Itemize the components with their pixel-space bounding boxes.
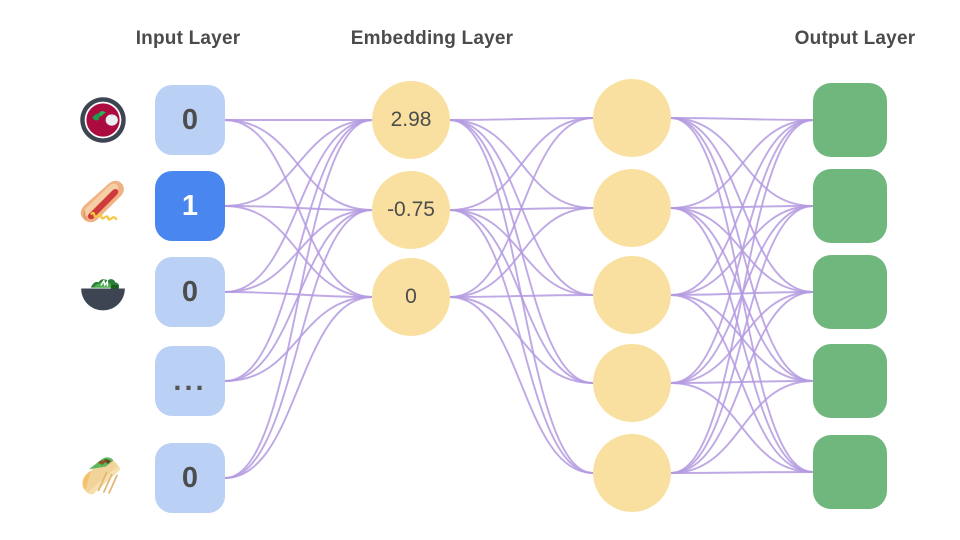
edge-emb-hid-0-3 [449, 119, 594, 384]
hidden-node-2[interactable] [593, 256, 671, 334]
hidden-node-0[interactable] [593, 79, 671, 157]
output-node-1[interactable] [813, 169, 887, 243]
hidden-node-3[interactable] [593, 344, 671, 422]
edge-in-emb-4-1 [224, 209, 373, 479]
edge-in-emb-1-0 [224, 119, 373, 207]
edge-hid-out-4-2 [670, 291, 814, 474]
edge-hid-out-2-4 [670, 294, 814, 473]
edge-in-emb-3-1 [224, 209, 373, 382]
edge-hid-out-4-4 [670, 471, 814, 474]
input-node-4[interactable]: 0 [155, 443, 225, 513]
edge-hid-out-2-2 [670, 291, 814, 296]
edge-hid-out-1-4 [670, 207, 814, 473]
input-node-1[interactable]: 1 [155, 171, 225, 241]
edge-in-emb-4-2 [224, 296, 373, 479]
edge-hid-out-2-0 [670, 119, 814, 296]
embedding-node-2[interactable]: 0 [372, 258, 450, 336]
hot-dog-icon [75, 178, 131, 234]
edge-hid-out-0-0 [670, 117, 814, 121]
edge-in-emb-3-0 [224, 119, 373, 382]
label-input-layer: Input Layer [135, 28, 241, 49]
edge-hid-out-4-0 [670, 119, 814, 474]
label-embedding-layer: Embedding Layer [350, 28, 514, 49]
edge-emb-hid-1-3 [449, 209, 594, 384]
edge-hid-out-2-1 [670, 205, 814, 296]
edge-hid-out-4-3 [670, 380, 814, 474]
input-node-ellipsis[interactable]: ... [155, 346, 225, 416]
embedding-node-0[interactable]: 2.98 [372, 81, 450, 159]
edge-emb-hid-2-1 [449, 207, 594, 298]
edge-in-emb-0-2 [224, 119, 373, 298]
edge-in-emb-2-0 [224, 119, 373, 293]
edge-hid-out-1-0 [670, 119, 814, 209]
edge-emb-hid-2-3 [449, 296, 594, 384]
label-output-layer: Output Layer [794, 28, 916, 49]
hidden-node-1[interactable] [593, 169, 671, 247]
edge-hid-out-1-1 [670, 205, 814, 209]
edge-in-emb-0-1 [224, 119, 373, 211]
edge-emb-hid-0-1 [449, 119, 594, 209]
output-node-3[interactable] [813, 344, 887, 418]
edge-in-emb-1-1 [224, 205, 373, 211]
edge-hid-out-2-3 [670, 294, 814, 382]
edge-emb-hid-0-0 [449, 117, 594, 121]
input-node-2[interactable]: 0 [155, 257, 225, 327]
edge-emb-hid-0-4 [449, 119, 594, 474]
green-salad-icon [75, 264, 131, 320]
edge-hid-out-3-0 [670, 119, 814, 384]
output-node-0[interactable] [813, 83, 887, 157]
hidden-node-4[interactable] [593, 434, 671, 512]
output-node-4[interactable] [813, 435, 887, 509]
output-node-2[interactable] [813, 255, 887, 329]
edge-emb-hid-2-2 [449, 294, 594, 298]
edge-hid-out-0-4 [670, 117, 814, 473]
burrito-icon [75, 450, 131, 506]
edge-hid-out-4-1 [670, 205, 814, 474]
edge-hid-out-1-2 [670, 207, 814, 293]
edge-emb-hid-0-2 [449, 119, 594, 296]
edge-emb-hid-2-0 [449, 117, 594, 298]
edge-emb-hid-1-4 [449, 209, 594, 474]
edge-emb-hid-1-2 [449, 209, 594, 296]
embedding-node-1[interactable]: -0.75 [372, 171, 450, 249]
edge-in-emb-2-1 [224, 209, 373, 293]
edge-hid-out-3-2 [670, 291, 814, 384]
edge-hid-out-3-3 [670, 380, 814, 384]
edge-in-emb-4-0 [224, 119, 373, 479]
edge-hid-out-1-3 [670, 207, 814, 382]
edge-hid-out-0-2 [670, 117, 814, 293]
soup-bowl-icon [75, 92, 131, 148]
edge-emb-hid-1-0 [449, 117, 594, 211]
edge-hid-out-3-1 [670, 205, 814, 384]
edge-in-emb-3-2 [224, 296, 373, 382]
input-node-0[interactable]: 0 [155, 85, 225, 155]
edge-emb-hid-1-1 [449, 207, 594, 211]
edge-emb-hid-2-4 [449, 296, 594, 474]
edge-hid-out-0-1 [670, 117, 814, 207]
edge-hid-out-0-3 [670, 117, 814, 382]
edge-in-emb-1-2 [224, 205, 373, 298]
edge-hid-out-3-4 [670, 382, 814, 473]
edge-in-emb-2-2 [224, 291, 373, 298]
